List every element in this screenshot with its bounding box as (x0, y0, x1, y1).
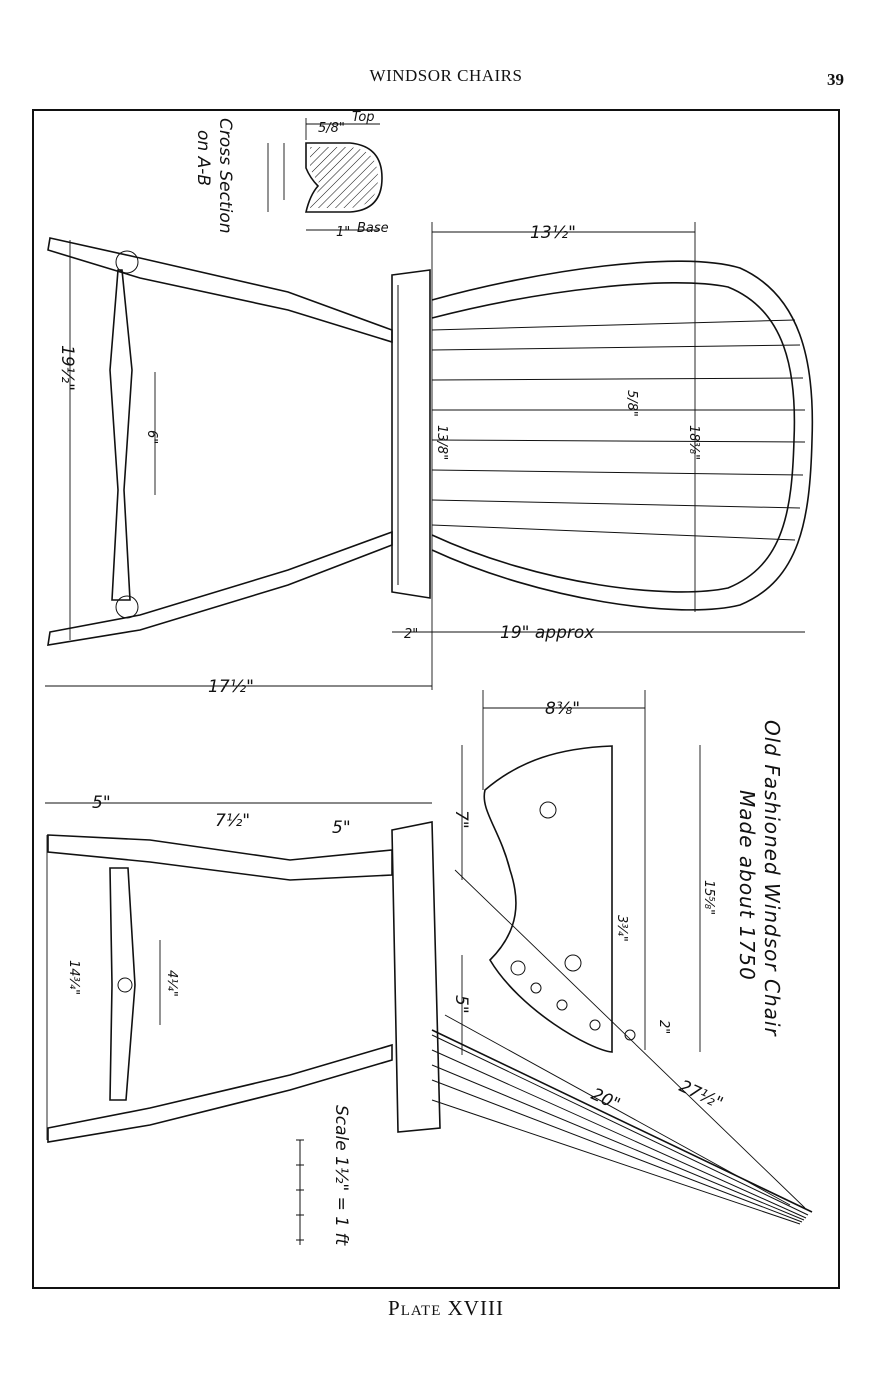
plate-caption: Plate XVIII (388, 1296, 504, 1320)
dim-leg-5: 5" (92, 793, 111, 813)
page-number: 39 (827, 70, 844, 89)
side-view: 8⅜" 15⅝" 7" 5" 5" 7½" 5" 4¼" 14¾" 20" 27… (45, 690, 813, 1225)
drawing-title-line2: Made about 1750 (735, 790, 759, 981)
cs-base-label: Base (357, 221, 389, 236)
dim-stretcher: 6" (144, 430, 159, 444)
dim-lower-height: 5" (451, 995, 471, 1014)
cross-section-label-2: on A-B (193, 130, 213, 186)
cs-top-label: Top (352, 110, 375, 125)
scale-label: Scale 1½" = 1 ft (331, 1105, 351, 1247)
cross-section-detail: 5/8" Top 1" Base Cross Section on A-B (193, 110, 389, 240)
running-head: WINDSOR CHAIRS (369, 66, 523, 85)
dim-seat-overhang: 2" (404, 627, 418, 642)
dim-front-height: 7" (451, 810, 471, 829)
dim-leg-total: 14¾" (66, 960, 81, 995)
dim-seat-width: 13½" (530, 223, 576, 243)
plate-frame (32, 109, 840, 1289)
cross-section-label-1: Cross Section (215, 118, 235, 234)
dim-leg-7-5: 7½" (215, 811, 250, 831)
dim-stretcher-len: 4¼" (164, 970, 179, 997)
dim-seat-thick: 13/8" (434, 425, 449, 460)
dim-total-width: 19½" (57, 345, 77, 391)
cs-top-dim: 5/8" (318, 121, 345, 136)
drawing-title-line1: Old Fashioned Windsor Chair (760, 720, 784, 1037)
title-block: Old Fashioned Windsor Chair Made about 1… (296, 720, 784, 1247)
front-view: 13½" 2" 19" approx 17½" 19½" 6" 18⅜" 5/8… (45, 222, 814, 697)
cs-base-dim: 1" (336, 225, 350, 240)
dim-back-height: 18⅜" (686, 425, 701, 460)
dim-leg-5b: 5" (332, 818, 351, 838)
dim-hole-spacing: 3¾" (614, 915, 629, 942)
dim-back-depth: 15⅝" (701, 880, 716, 915)
dim-spindle-dia: 5/8" (624, 390, 639, 417)
dim-post-len: 27½" (676, 1076, 726, 1114)
dim-seat-depth: 8⅜" (545, 699, 580, 719)
dim-leg-spread: 17½" (208, 677, 254, 697)
dim-arm-offset: 2" (656, 1020, 671, 1034)
dim-back-approx: 19" approx (500, 623, 595, 643)
